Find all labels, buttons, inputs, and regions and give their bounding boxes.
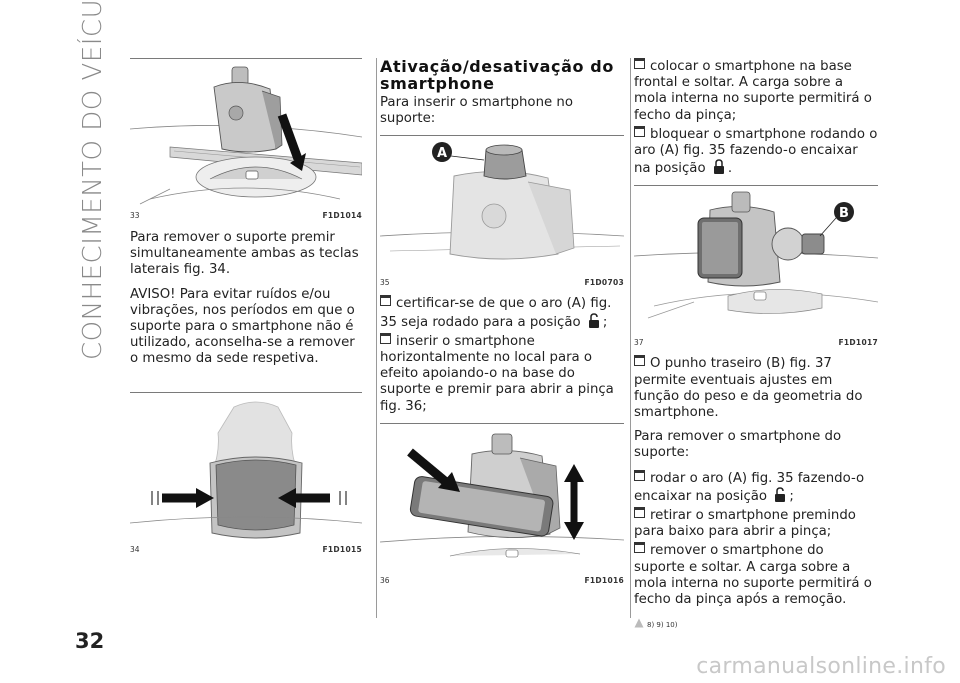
figure-34-code: F1D1015 — [322, 544, 362, 554]
bullet-icon — [634, 507, 645, 519]
figure-33-number: 33 — [130, 211, 140, 220]
column-2: Ativação/desativação do smartphone Para … — [380, 58, 624, 585]
figure-37: B 37 F1D1017 — [634, 185, 878, 347]
bullet-insert-phone: inserir o smartphone horizontalmente no … — [380, 332, 614, 414]
figure-35-number: 35 — [380, 278, 390, 288]
column-3: colocar o smartphone na base frontal e s… — [634, 58, 878, 631]
bullet-icon — [634, 355, 645, 367]
remove-intro: Para remover o smartphone do suporte: — [634, 429, 842, 461]
label-b-badge — [834, 202, 854, 223]
figure-35-illustration: A — [380, 142, 624, 260]
figure-36-illustration — [380, 433, 624, 558]
side-section-title: CONHECIMENTO DO VEÍCULO — [78, 0, 118, 360]
column-divider-2 — [630, 58, 631, 618]
figure-37-code: F1D1017 — [838, 338, 878, 348]
lock-open-icon — [775, 487, 786, 502]
label-a-badge — [432, 142, 452, 163]
bullet-icon — [634, 542, 645, 554]
figure-36-code: F1D1016 — [584, 575, 624, 585]
bullet-lock-phone: bloquear o smartphone rodando o aro (A) … — [634, 125, 878, 177]
figure-37-illustration: B — [634, 192, 878, 319]
reference-notes: 8) 9) 10) — [634, 612, 878, 631]
lock-closed-icon — [713, 159, 724, 175]
bullet-icon — [380, 295, 391, 307]
warning-icon — [634, 618, 644, 628]
column-divider-1 — [376, 58, 377, 618]
watermark: carmanualsonline.info — [696, 654, 946, 679]
bullet-icon — [634, 125, 645, 137]
figure-34-illustration — [130, 401, 362, 539]
section-heading: Ativação/desativação do smartphone — [380, 57, 614, 93]
bullet-icon — [380, 332, 391, 344]
remove-holder-paragraph: Para remover o suporte premir simultanea… — [130, 230, 359, 278]
lock-open-icon — [588, 312, 599, 328]
figure-37-number: 37 — [634, 338, 644, 348]
side-title-text: CONHECIMENTO DO VEÍCULO — [78, 0, 108, 360]
figure-35: A 35 F1D0703 — [380, 135, 624, 287]
bullet-remove-release: remover o smartphone do suporte e soltar… — [634, 542, 872, 608]
label-a-text: A — [437, 146, 447, 161]
figure-33-code: F1D1014 — [322, 211, 362, 220]
bullet-remove-press: retirar o smartphone premindo para baixo… — [634, 507, 856, 540]
figure-33-illustration — [130, 66, 362, 205]
figure-34-number: 34 — [130, 544, 140, 554]
figure-36-number: 36 — [380, 575, 390, 585]
figure-34: 34 F1D1015 — [130, 391, 362, 554]
bullet-rotate-ring: rodar o aro (A) fig. 35 fazendo-o encaix… — [634, 469, 865, 504]
column-1: 33 F1D1014 Para remover o suporte premir… — [130, 58, 362, 554]
phone-holder-shape — [213, 66, 283, 153]
bullet-place-phone: colocar o smartphone na base frontal e s… — [634, 58, 872, 123]
figure-35-code: F1D0703 — [584, 278, 624, 288]
warning-paragraph: AVISO! Para evitar ruídos e/ou vibrações… — [130, 286, 355, 367]
reference-numbers: 8) 9) 10) — [647, 621, 678, 630]
label-b-text: B — [839, 206, 849, 221]
bullet-rear-knob: O punho traseiro (B) fig. 37 permite eve… — [634, 355, 863, 421]
bullet-icon — [634, 58, 645, 69]
bullet-check-ring: certificar-se de que o aro (A) fig. 35 s… — [380, 295, 612, 330]
smartphone-shape — [409, 475, 554, 537]
figure-36: 36 F1D1016 — [380, 422, 624, 585]
bullet-icon — [634, 469, 645, 481]
insert-intro: Para inserir o smartphone no suporte: — [380, 95, 573, 127]
page-number: 32 — [75, 629, 105, 653]
figure-33: 33 F1D1014 — [130, 58, 362, 220]
